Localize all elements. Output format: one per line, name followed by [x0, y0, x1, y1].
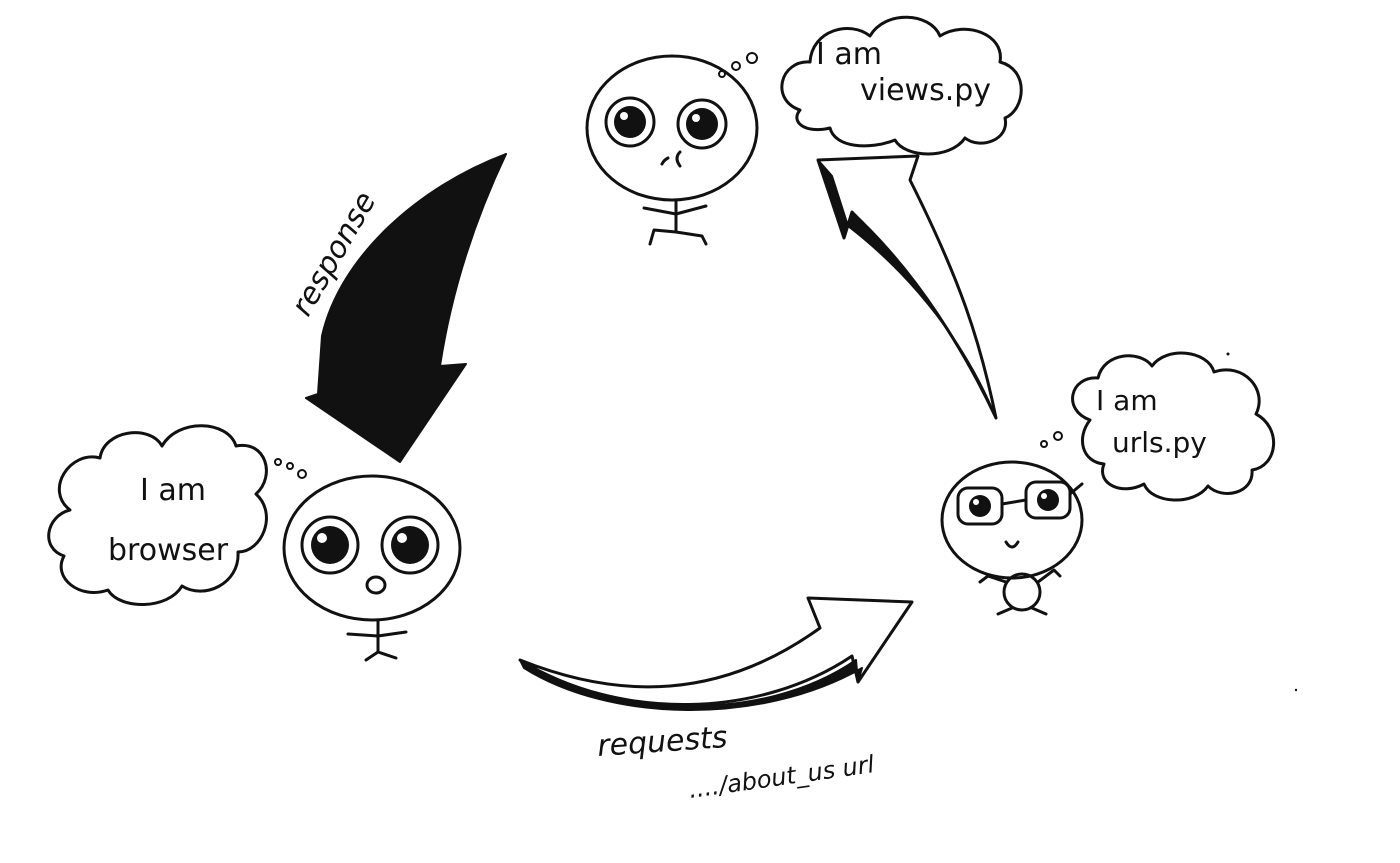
browser-thought-cloud: I am browser: [47, 424, 268, 606]
browser-character: I am browser: [47, 424, 462, 662]
browser-eyes: [300, 515, 440, 575]
urls-thought-line1: I am: [1096, 384, 1158, 417]
browser-thought-dots: [274, 458, 307, 479]
urls-thought-line2: urls.py: [1112, 426, 1207, 459]
browser-head: [282, 474, 462, 622]
browser-body: [346, 618, 408, 662]
views-thought-cloud: I am views.py: [780, 15, 1023, 156]
views-thought-line1: I am: [816, 37, 882, 72]
views-character: I am views.py: [585, 15, 1023, 246]
request-arrow-label: requests: [596, 720, 728, 764]
views-mouth: [660, 150, 682, 168]
views-thought-line2: views.py: [860, 73, 991, 108]
urls-body: [978, 568, 1062, 616]
request-url-label: ..../about_us url: [687, 750, 876, 804]
views-head: [585, 54, 759, 202]
response-arrow: response: [285, 153, 507, 463]
browser-mouth: [365, 575, 387, 595]
ink-specks: [1226, 352, 1298, 692]
urls-to-views-arrow: [816, 154, 998, 420]
urls-thought-cloud: I am urls.py: [1071, 351, 1275, 502]
urls-mouth: [1004, 540, 1020, 549]
views-body: [642, 198, 708, 246]
browser-thought-line1: I am: [140, 473, 206, 508]
urls-thought-dots: [1040, 431, 1063, 448]
urls-glasses-icon: [956, 480, 1084, 526]
urls-character: I am urls.py: [940, 351, 1275, 616]
request-arrow: requests ..../about_us url: [518, 596, 914, 804]
views-eyes: [604, 96, 728, 150]
browser-thought-line2: browser: [108, 533, 229, 568]
views-thought-dots: [718, 52, 758, 78]
